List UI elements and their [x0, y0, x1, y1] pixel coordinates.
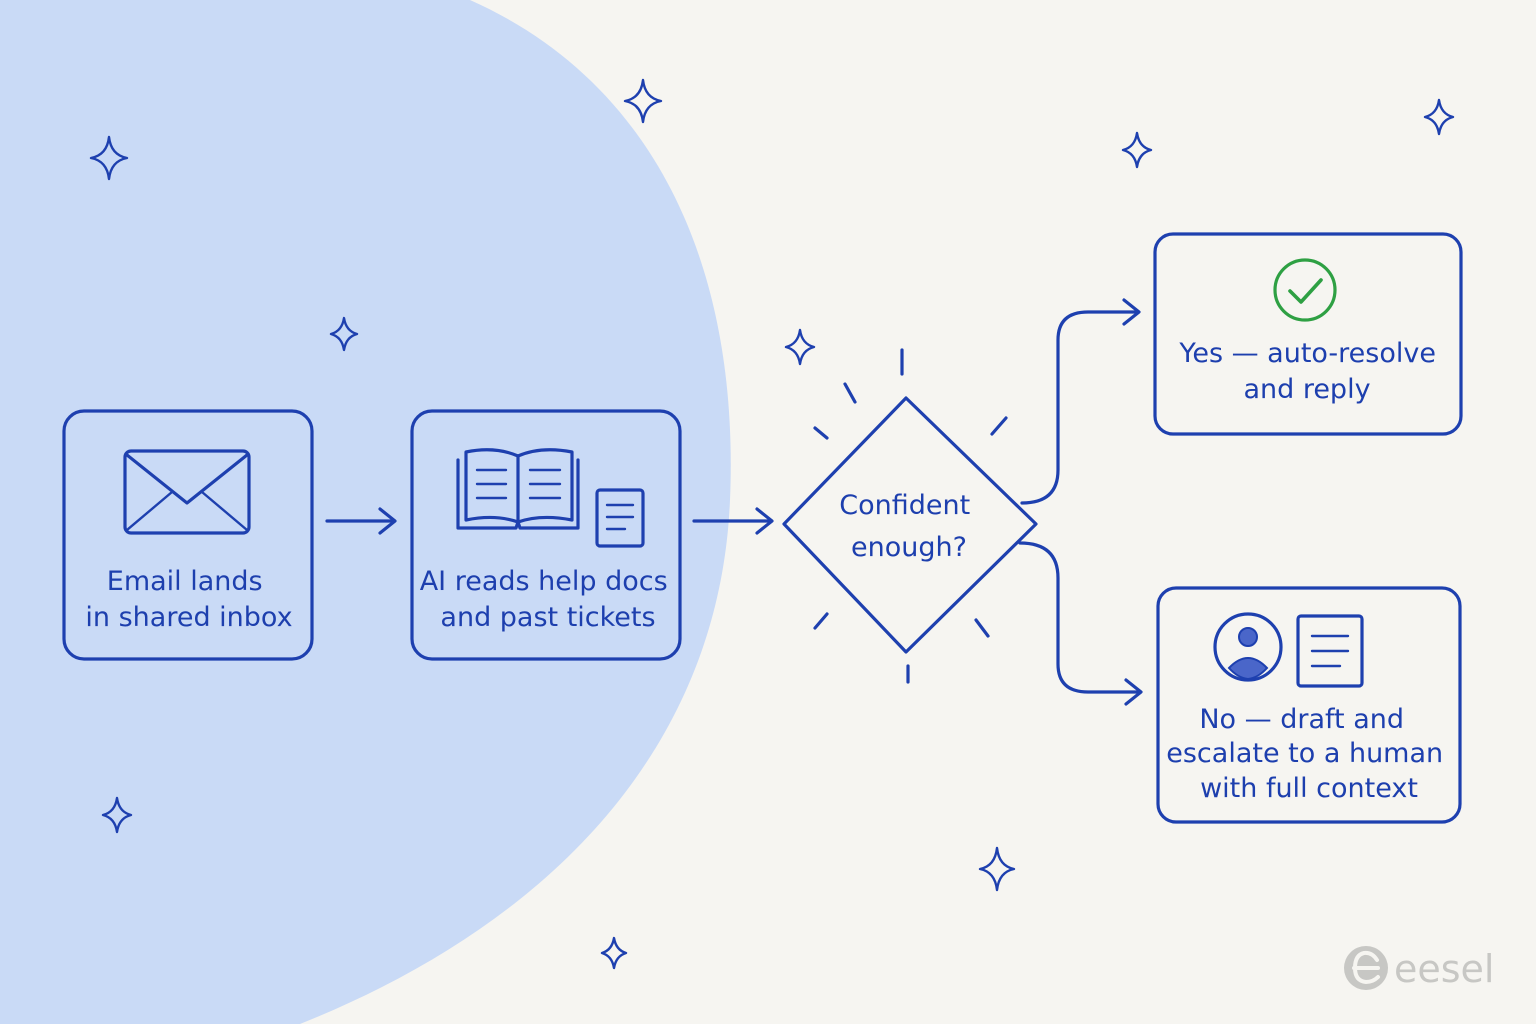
sparkle-icon	[600, 936, 628, 970]
decision-line1: Confident	[839, 490, 970, 521]
sparkle-icon	[101, 796, 133, 834]
node-email-box	[62, 409, 314, 661]
envelope-icon	[123, 449, 251, 535]
sparkle-icon	[1121, 131, 1153, 169]
brand-name: eesel	[1394, 947, 1495, 991]
burst-lines	[813, 348, 1008, 684]
arrow-to-yes	[1020, 298, 1141, 505]
node-email-line1: Email lands	[107, 566, 263, 597]
svg-text:Confident enough?: Confident enough?	[839, 490, 979, 563]
node-yes: Yes — auto-resolve and reply	[1153, 232, 1463, 436]
node-yes-line1: Yes — auto-resolve	[1178, 338, 1436, 369]
svg-text:No — draft and escalate: No — draft and escalate to a human with …	[1166, 704, 1452, 804]
arrow-email-to-ai	[325, 507, 397, 535]
sparkle-icon	[978, 846, 1016, 892]
person-icon	[1213, 612, 1283, 682]
document-icon	[1296, 614, 1364, 688]
arrow-to-no	[1018, 541, 1143, 706]
check-circle-icon	[1273, 258, 1337, 322]
decision-line2: enough?	[851, 532, 967, 563]
decision-diamond	[782, 396, 1038, 654]
node-email-line2: in shared inbox	[85, 602, 292, 633]
node-no-line1: No — draft and	[1199, 704, 1404, 735]
sparkle-icon	[623, 78, 663, 124]
node-ai-reads-line1: AI reads help docs	[420, 566, 668, 597]
node-ai-reads-box	[410, 409, 682, 661]
node-yes-line2: and reply	[1243, 374, 1370, 405]
node-no-box	[1156, 586, 1462, 824]
sparkle-icon	[1423, 98, 1455, 136]
node-no-line3: with full context	[1200, 773, 1418, 804]
background-blob	[0, 0, 731, 1024]
open-book-icon	[456, 448, 580, 530]
sparkle-icon	[784, 328, 816, 366]
node-decision: Confident enough?	[782, 348, 1038, 684]
node-ai-reads-line2: and past tickets	[440, 602, 655, 633]
sparkles	[89, 78, 1455, 970]
brand-logo: eesel	[1344, 946, 1495, 991]
svg-text:Yes — auto-resolve and r: Yes — auto-resolve and reply	[1178, 338, 1444, 405]
sparkle-icon	[89, 135, 129, 181]
svg-text:Email lands in shared in: Email lands in shared inbox	[85, 566, 292, 633]
node-email: Email lands in shared inbox	[62, 409, 314, 661]
node-no-line2: escalate to a human	[1166, 738, 1443, 769]
node-ai-reads: AI reads help docs and past tickets	[410, 409, 682, 661]
node-yes-box	[1153, 232, 1463, 436]
sparkle-icon	[329, 316, 359, 352]
svg-text:AI reads help docs and p: AI reads help docs and past tickets	[420, 566, 677, 633]
node-no: No — draft and escalate to a human with …	[1156, 586, 1462, 824]
arrow-ai-to-decision	[692, 507, 774, 535]
document-icon	[595, 488, 645, 548]
